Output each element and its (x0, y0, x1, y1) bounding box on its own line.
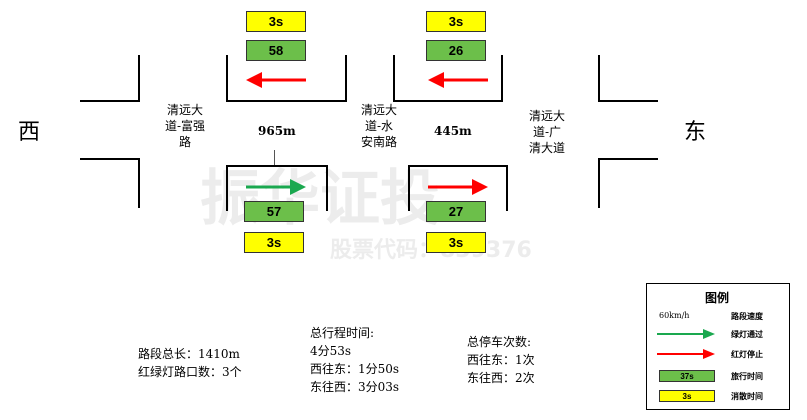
stop-time-box-westbound-2: 3s (426, 11, 486, 32)
east-to-west-stops: 东往西：2次 (467, 371, 535, 385)
segment-distance-2: 445m (434, 124, 472, 138)
intersection-label-middle: 清远大 道-水 安南路 (360, 103, 397, 149)
red-arrow-westbound-1 (246, 72, 306, 88)
signal-count: 红绿灯路口数：3个 (138, 365, 242, 379)
travel-time-box-westbound-1: 58 (246, 40, 306, 61)
east-to-west-time: 东往西：3分03s (310, 380, 400, 394)
legend-green-arrow-icon (657, 329, 715, 339)
stop-time-box-eastbound-2: 3s (426, 232, 486, 253)
legend-dissipate-sample: 3s (659, 390, 715, 402)
legend-red-label: 红灯停止 (731, 349, 763, 359)
legend-title: 图例 (705, 291, 730, 305)
legend-dissipate-label: 消散时间 (731, 391, 763, 401)
legend-speed-value: 60km/h (659, 311, 690, 320)
stop-time-box-eastbound-1: 3s (244, 232, 304, 253)
total-length: 路段总长：1410m (138, 347, 240, 361)
travel-time-box-westbound-2: 26 (426, 40, 486, 61)
total-time-title: 总行程时间: (310, 326, 375, 340)
west-to-east-stops: 西往东：1次 (467, 353, 535, 367)
red-arrow-westbound-2 (428, 72, 488, 88)
intersection-label-east: 清远大 道-广 清大道 (528, 109, 565, 155)
watermark-brand: 振华证投 (200, 164, 440, 234)
travel-time-box-eastbound-2: 27 (426, 201, 486, 222)
direction-west: 西 (18, 120, 41, 145)
total-time-value: 4分53s (310, 344, 352, 358)
red-arrow-eastbound-2 (428, 179, 488, 195)
legend-travel-label: 旅行时间 (731, 371, 763, 381)
direction-east: 东 (684, 120, 707, 145)
intersection-label-west: 清远大 道-富强 路 (164, 103, 206, 149)
west-to-east-time: 西往东：1分50s (310, 362, 400, 376)
segment-distance-1: 965m (258, 124, 296, 138)
stops-title: 总停车次数: (467, 335, 532, 349)
legend-green-label: 绿灯通过 (731, 329, 763, 339)
legend: 图例 60km/h 路段速度 绿灯通过 红灯停止 37s 旅行时间 3s 消散时… (646, 283, 790, 410)
stop-time-box-westbound-1: 3s (246, 11, 306, 32)
green-arrow-eastbound-1 (246, 179, 306, 195)
travel-time-box-eastbound-1: 57 (244, 201, 304, 222)
legend-red-arrow-icon (657, 349, 715, 359)
legend-travel-sample: 37s (659, 370, 715, 382)
legend-speed-label: 路段速度 (731, 311, 763, 321)
